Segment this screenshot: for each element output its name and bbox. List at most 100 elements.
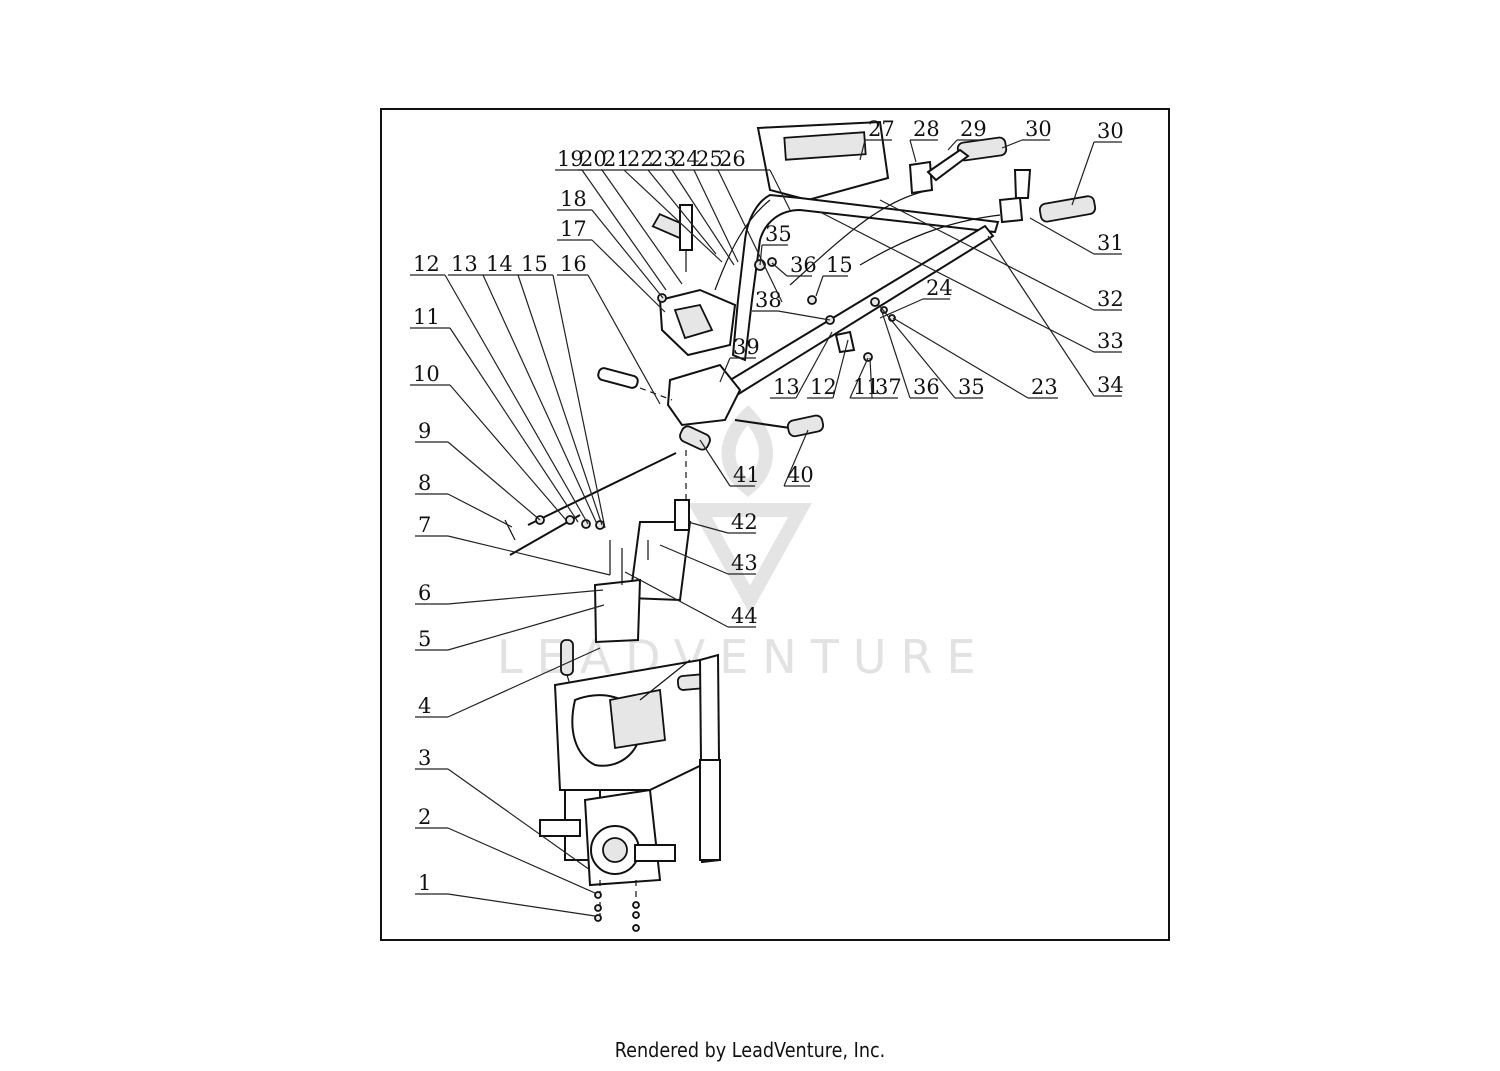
callout-leader xyxy=(849,357,869,399)
callout-number: 3 xyxy=(418,746,431,770)
callout-leader xyxy=(717,169,783,303)
footer-credit: Rendered by LeadVenture, Inc. xyxy=(614,1038,886,1062)
callout-leader xyxy=(699,439,731,487)
callout-number: 13 xyxy=(451,252,478,276)
callout-leader xyxy=(832,339,849,399)
callout-25: 25 xyxy=(694,147,783,303)
callout-leader xyxy=(447,647,601,718)
callout-41: 41 xyxy=(699,439,760,487)
callout-leader xyxy=(449,384,567,521)
callout-13: 13 xyxy=(770,331,833,399)
callout-26: 26 xyxy=(716,147,791,211)
callout-number: 30 xyxy=(1025,117,1052,141)
callout-number: 33 xyxy=(1097,329,1124,353)
callout-leader xyxy=(719,357,731,383)
callout-24: 24 xyxy=(670,147,739,263)
callout-38: 38 xyxy=(752,288,831,321)
callout-36: 36 xyxy=(881,311,940,399)
callout-7: 7 xyxy=(415,513,611,576)
callout-leader xyxy=(447,493,513,528)
callout-leader xyxy=(777,310,831,321)
callout-number: 28 xyxy=(913,117,940,141)
callout-number: 12 xyxy=(413,252,440,276)
callout-leader xyxy=(449,327,579,523)
callout-36: 36 xyxy=(771,253,817,277)
callout-11: 11 xyxy=(410,305,579,523)
callout-10: 10 xyxy=(410,362,567,521)
callout-9: 9 xyxy=(415,419,541,521)
callout-39: 39 xyxy=(719,335,760,383)
callout-37: 37 xyxy=(869,357,902,399)
callout-number: 37 xyxy=(875,375,902,399)
callout-leader xyxy=(624,571,729,628)
callout-18: 18 xyxy=(557,187,664,299)
callout-number: 8 xyxy=(418,471,431,495)
callout-leader xyxy=(587,274,661,405)
callout-number: 12 xyxy=(810,375,837,399)
callout-number: 17 xyxy=(560,217,587,241)
callout-leader xyxy=(444,274,589,525)
callout-23: 23 xyxy=(892,317,1058,399)
callout-number: 6 xyxy=(418,581,431,605)
callout-leader xyxy=(1029,217,1095,255)
callout-leader xyxy=(693,169,739,263)
callout-24: 24 xyxy=(879,276,953,319)
callout-leader xyxy=(659,544,729,575)
callout-40: 40 xyxy=(783,429,814,487)
callout-leader xyxy=(909,139,917,163)
callout-31: 31 xyxy=(1029,217,1124,255)
callout-43: 43 xyxy=(659,544,758,575)
callout-number: 9 xyxy=(418,419,431,443)
callout-number: 13 xyxy=(773,375,800,399)
callout-leader xyxy=(815,275,824,297)
callout-number: 27 xyxy=(868,117,895,141)
callout-35: 35 xyxy=(759,222,792,266)
callout-leader xyxy=(877,303,956,399)
callout-number: 36 xyxy=(790,253,817,277)
transmission-assembly xyxy=(539,639,722,932)
callout-6: 6 xyxy=(415,581,604,605)
callout-19: 19 xyxy=(555,147,667,291)
callout-2: 2 xyxy=(415,805,596,894)
callout-leader xyxy=(447,535,611,576)
callout-leader xyxy=(879,199,1095,311)
callout-number: 31 xyxy=(1097,231,1124,255)
callout-leader xyxy=(447,768,591,871)
callout-leader xyxy=(769,169,791,211)
callout-29: 29 xyxy=(947,117,987,151)
callout-23: 23 xyxy=(648,147,735,266)
callout-8: 8 xyxy=(415,471,513,528)
watermark-text: LEADVENTURE xyxy=(497,630,990,684)
callout-leader xyxy=(447,589,604,605)
callout-number: 29 xyxy=(960,117,987,141)
callout-12: 12 xyxy=(807,339,849,399)
callout-33: 33 xyxy=(819,211,1124,353)
callout-number: 41 xyxy=(733,463,760,487)
callout-number: 26 xyxy=(719,147,746,171)
callout-number: 23 xyxy=(650,147,677,171)
callout-number: 44 xyxy=(731,604,758,628)
diagram-frame xyxy=(380,108,1170,941)
callout-30: 30 xyxy=(1071,119,1124,206)
callout-number: 4 xyxy=(418,694,431,718)
callout-leader xyxy=(783,429,809,487)
callout-leader xyxy=(881,311,911,399)
callout-number: 35 xyxy=(958,375,985,399)
callout-14: 14 xyxy=(483,252,603,526)
callout-number: 11 xyxy=(853,375,880,399)
callout-number: 1 xyxy=(418,871,431,895)
callout-number: 42 xyxy=(731,510,758,534)
callout-number: 25 xyxy=(696,147,723,171)
callout-leader xyxy=(671,169,735,266)
callout-number: 14 xyxy=(486,252,513,276)
callout-number: 2 xyxy=(418,805,431,829)
callout-number: 16 xyxy=(560,252,587,276)
watermark-logo: LEADVENTURE xyxy=(497,405,990,684)
callout-5: 5 xyxy=(415,604,605,651)
callout-3: 3 xyxy=(415,746,591,871)
callout-12: 12 xyxy=(410,252,589,525)
callout-leader xyxy=(623,169,723,263)
callout-number: 10 xyxy=(413,362,440,386)
